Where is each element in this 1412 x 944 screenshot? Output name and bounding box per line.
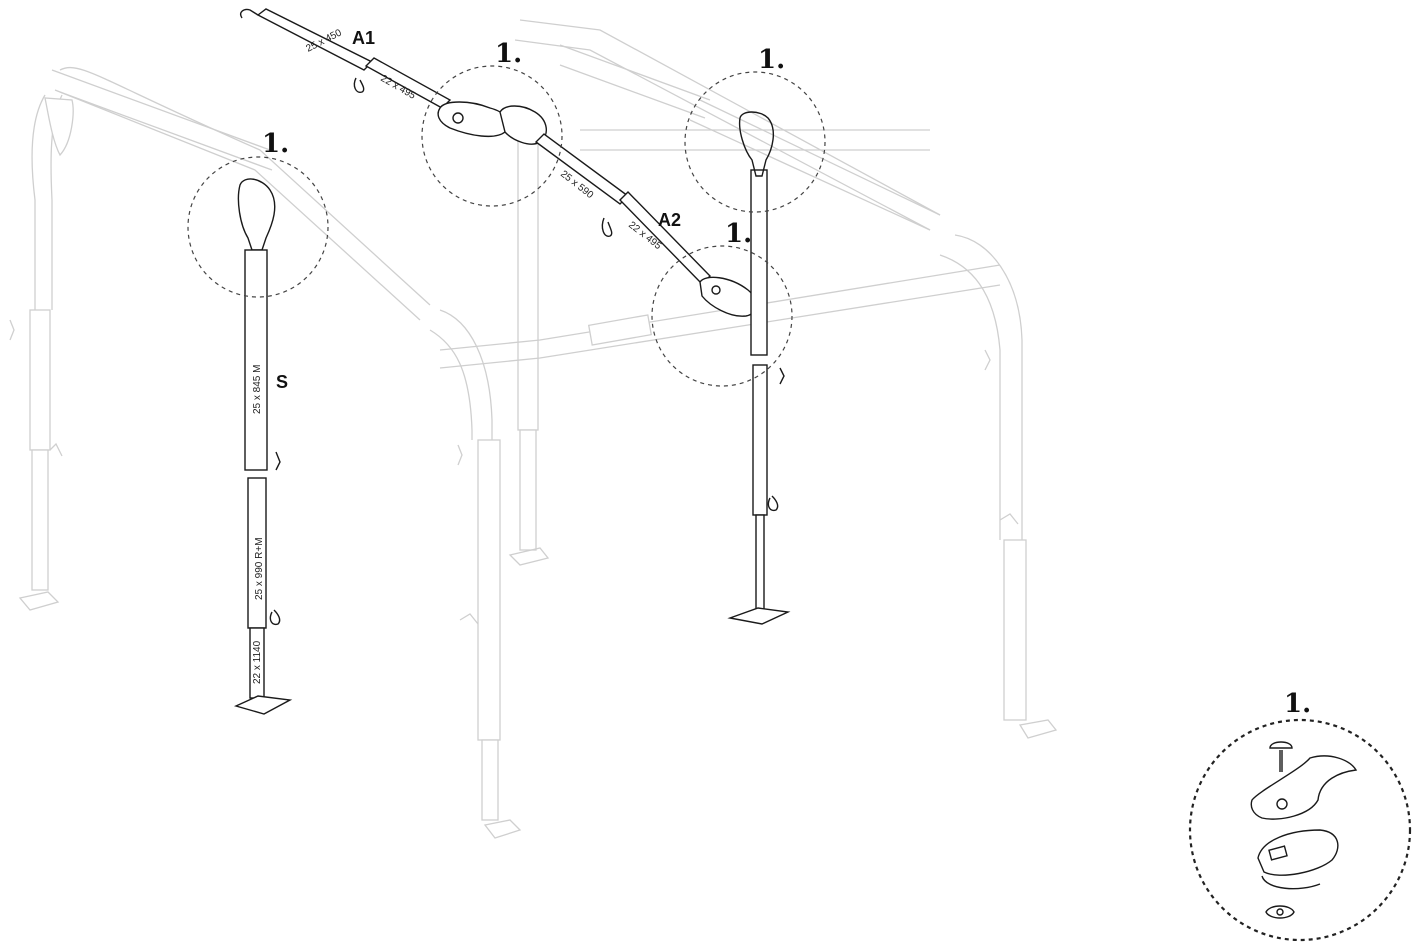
dim-s-middle: 25 x 990 R+M	[254, 537, 265, 600]
detail-circle-inset	[1188, 718, 1412, 942]
detail-marker-top: 1.	[495, 39, 522, 69]
pole-a1	[240, 8, 452, 109]
label-part-a2: A2	[658, 210, 681, 230]
detail-circle-top	[421, 65, 563, 207]
detail-circle-right-mid	[651, 245, 793, 387]
dim-s-lower: 22 x 1140	[252, 640, 263, 684]
detail-circle-left	[187, 156, 329, 298]
detail-marker-right-mid: 1.	[725, 219, 752, 249]
label-part-a1: A1	[352, 28, 375, 48]
label-part-s: S	[276, 372, 288, 392]
ghost-frame	[9, 19, 1058, 839]
pole-right-upright	[727, 111, 791, 625]
pole-a2	[534, 133, 711, 285]
connector-right	[699, 276, 757, 317]
detail-marker-right-top: 1.	[758, 45, 785, 75]
detail-circle-right-top	[684, 71, 826, 213]
connector-top	[437, 101, 547, 145]
dim-s-upper: 25 x 845 M	[252, 365, 263, 414]
inset-parts	[1250, 741, 1358, 919]
pole-s	[233, 178, 293, 715]
detail-marker-left: 1.	[262, 129, 289, 159]
ghost-leg-left	[18, 69, 273, 611]
detail-marker-inset: 1.	[1284, 689, 1311, 719]
